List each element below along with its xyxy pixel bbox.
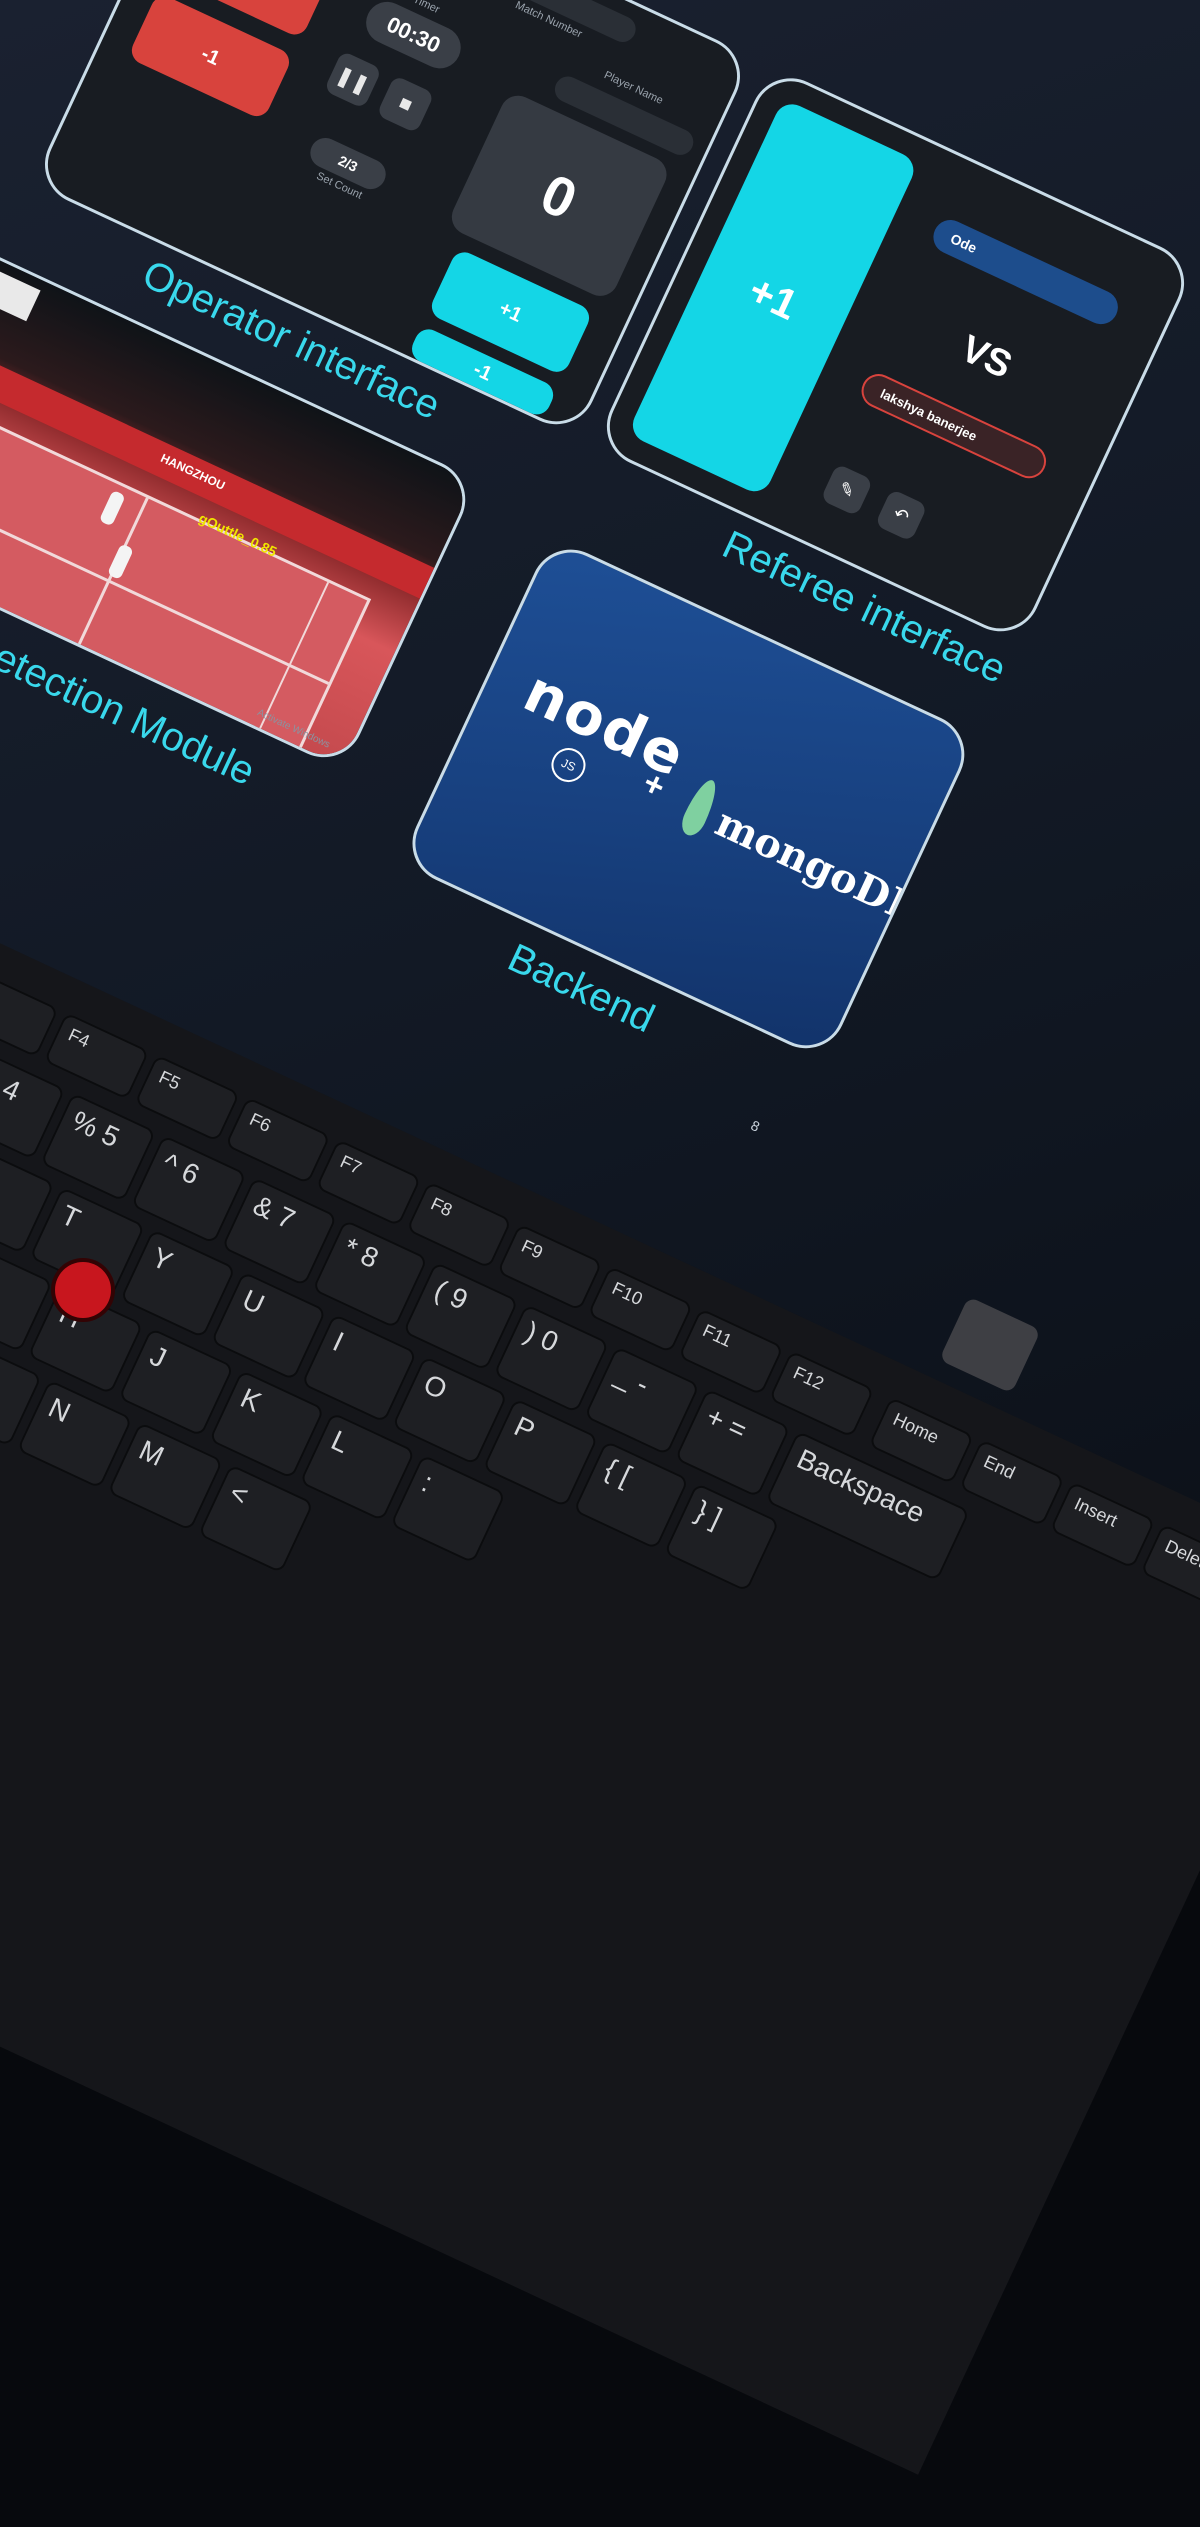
edit-icon: ✎ xyxy=(835,477,859,502)
pause-icon: ❚❚ xyxy=(332,63,373,98)
undo-icon: ↶ xyxy=(890,502,913,528)
stop-icon: ■ xyxy=(395,91,416,117)
stop-button[interactable]: ■ xyxy=(376,75,435,134)
score-overlay xyxy=(0,244,41,322)
key-delete[interactable]: Delete xyxy=(1140,1523,1200,1612)
referee-player-blue-pill: Ode xyxy=(927,214,1124,330)
referee-edit-button[interactable]: ✎ xyxy=(820,463,874,517)
pause-button[interactable]: ❚❚ xyxy=(323,50,383,109)
key-comma[interactable]: < xyxy=(197,1463,315,1574)
referee-vs-text: VS xyxy=(954,327,1019,388)
timer-display: 00:30 xyxy=(359,0,468,76)
referee-player-red-pill: lakshya banerjee xyxy=(855,368,1052,484)
slide-page-number: 8 xyxy=(748,1116,763,1135)
mongodb-logo: mongoDB xyxy=(708,798,929,935)
referee-undo-button[interactable]: ↶ xyxy=(874,488,928,542)
trackpoint[interactable] xyxy=(55,1262,111,1318)
key-right-bracket[interactable]: } ] xyxy=(663,1482,780,1593)
